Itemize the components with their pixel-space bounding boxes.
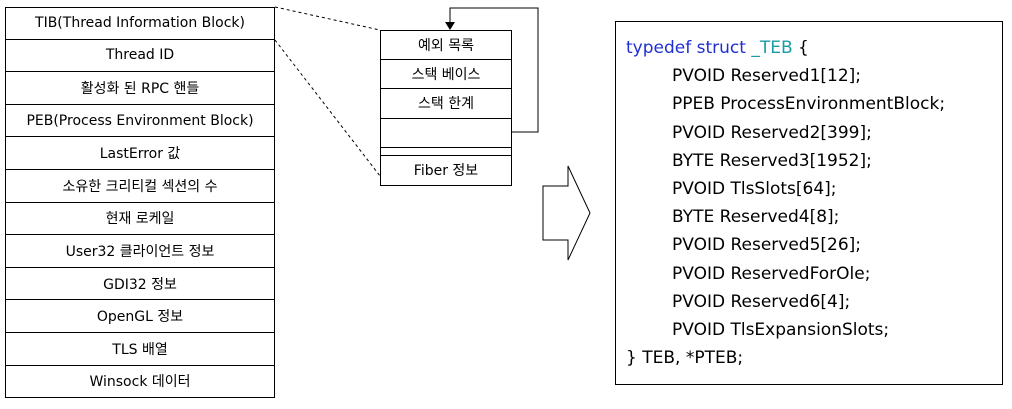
teb-field-rpc-handle: 활성화 된 RPC 핸들 (5, 72, 275, 105)
teb-field-winsock: Winsock 데이터 (5, 365, 275, 399)
code-open-brace: { (792, 38, 809, 58)
code-line-closing: } TEB, *PTEB; (626, 348, 744, 369)
code-line-header: typedef struct _TEB { (626, 34, 992, 62)
teb-field-critical-sections: 소유한 크리티컬 섹션의 수 (5, 169, 275, 203)
tib-field-exception-list: 예외 목록 (380, 30, 512, 60)
code-member: PVOID ReservedForOle; (672, 263, 871, 284)
teb-field-lasterror: LastError 값 (5, 137, 275, 170)
tib-field-list: 예외 목록 스택 베이스 스택 한계 Fiber 정보 (380, 30, 512, 186)
code-member: PVOID TlsExpansionSlots; (672, 320, 890, 341)
expand-line-bottom (274, 39, 381, 177)
tib-field-stack-limit: 스택 한계 (380, 89, 512, 119)
code-member: PVOID Reserved6[4]; (672, 291, 851, 312)
code-type-name: _TEB (751, 38, 793, 58)
teb-field-locale: 현재 로케일 (5, 202, 275, 236)
code-member: BYTE Reserved4[8]; (672, 207, 840, 228)
tib-field-gap (380, 148, 512, 156)
teb-field-gdi32: GDI32 정보 (5, 267, 275, 301)
code-member: PVOID TlsSlots[64]; (672, 179, 837, 200)
right-arrow-icon (542, 165, 591, 261)
tib-field-fiber: Fiber 정보 (380, 156, 512, 186)
code-member: PVOID Reserved5[26]; (672, 235, 862, 256)
teb-struct-code: typedef struct _TEB { PVOID Reserved1[12… (615, 21, 1003, 385)
teb-field-thread-id: Thread ID (5, 39, 275, 73)
teb-field-tls: TLS 배열 (5, 332, 275, 366)
tib-field-empty (380, 118, 512, 148)
teb-field-tib: TIB(Thread Information Block) (5, 7, 275, 40)
code-member: PPEB ProcessEnvironmentBlock; (672, 94, 946, 115)
loop-arrow-head (445, 22, 455, 30)
teb-field-peb: PEB(Process Environment Block) (5, 104, 275, 138)
teb-field-opengl: OpenGL 정보 (5, 300, 275, 333)
teb-field-user32: User32 클라이언트 정보 (5, 235, 275, 268)
teb-field-list: TIB(Thread Information Block) Thread ID … (5, 7, 275, 399)
code-member: PVOID Reserved1[12]; (672, 66, 862, 87)
code-member: BYTE Reserved3[1952]; (672, 150, 872, 171)
code-keyword: typedef struct (626, 38, 746, 58)
loop-arrow-line (449, 7, 539, 133)
code-member: PVOID Reserved2[399]; (672, 122, 872, 143)
expand-line-top (274, 6, 381, 31)
tib-field-stack-base: 스택 베이스 (380, 59, 512, 89)
